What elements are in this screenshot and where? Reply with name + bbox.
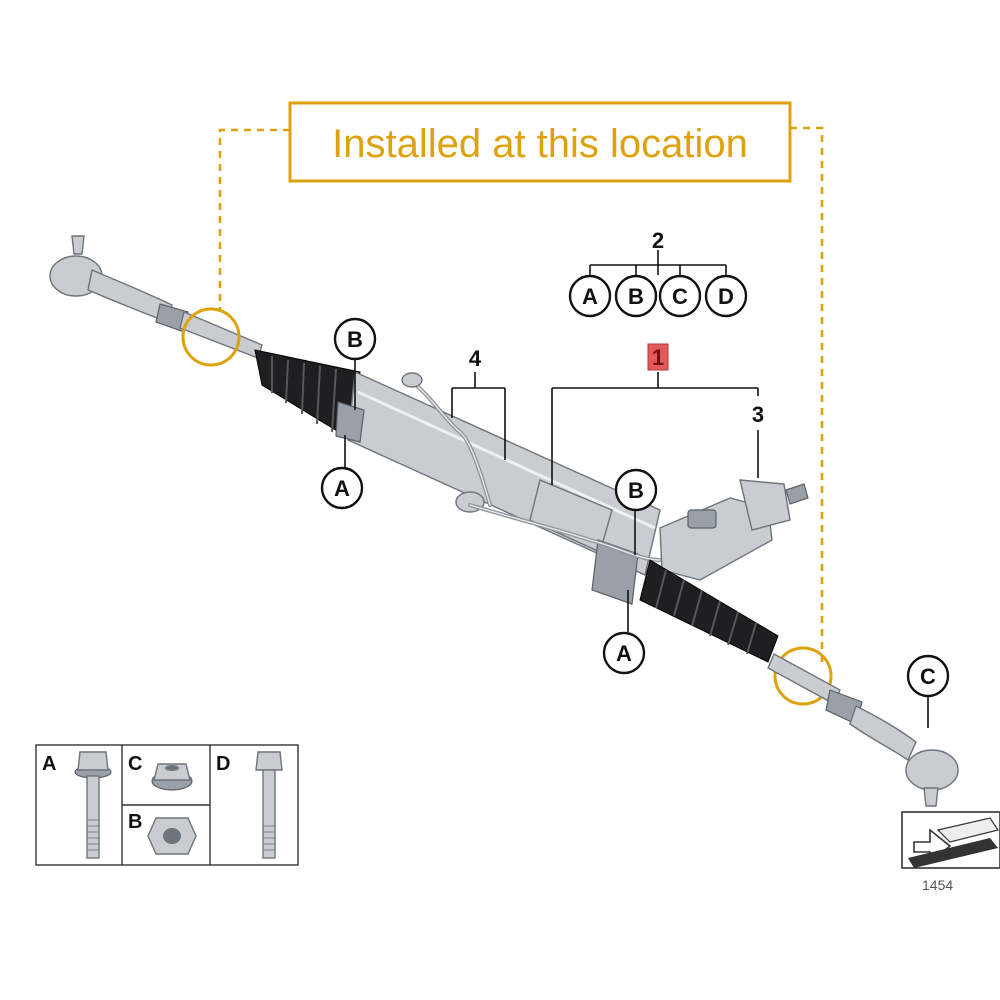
callout-b-mid: B <box>628 478 644 503</box>
flange-bolt-icon <box>74 751 112 859</box>
corner-badge: 1454 <box>901 811 1000 893</box>
table-label-a: A <box>42 753 56 775</box>
install-ring-left <box>181 307 241 367</box>
fastener-table: A C B D <box>35 744 299 866</box>
valve-body <box>659 479 809 581</box>
installed-location-frame: Installed at this location <box>218 101 824 662</box>
hex-bolt-icon <box>255 751 283 859</box>
right-boot <box>639 559 779 663</box>
dash-left <box>218 128 290 312</box>
callout-group-2-d-circle <box>704 274 748 318</box>
left-tie-rod-end <box>49 235 263 359</box>
callout-c-right-circle <box>906 654 950 698</box>
callout-group-2-b: B <box>628 284 644 309</box>
callout-c-right: C <box>920 664 936 689</box>
table-label-d: D <box>216 753 230 775</box>
callout-part-1-badge: 1 <box>647 343 669 371</box>
callout-group-2-c-circle <box>658 274 702 318</box>
banner-box <box>288 101 792 183</box>
table-label-b: B <box>128 811 142 833</box>
callout-b-mid-circle <box>614 468 658 512</box>
callout-group-2-d: D <box>718 284 734 309</box>
rack-housing <box>335 370 661 605</box>
callout-a-mid: A <box>616 641 632 666</box>
callout-part-3: 3 <box>752 402 764 427</box>
callout-group-2-a: A <box>582 284 598 309</box>
callout-group-2-b-circle <box>614 274 658 318</box>
flange-nut-icon <box>151 763 193 791</box>
callout-a-mid-circle <box>602 631 646 675</box>
hex-nut-icon <box>147 817 197 855</box>
callout-group-2-a-circle <box>568 274 612 318</box>
part-1-badge-box <box>647 343 669 371</box>
callout-part-1: 1 <box>652 345 664 370</box>
banner-text: Installed at this location <box>332 122 748 166</box>
corner-badge-number: 1454 <box>922 877 953 893</box>
dash-right <box>790 126 824 662</box>
callout-a-left: A <box>334 476 350 501</box>
callout-group-2-c: C <box>672 284 688 309</box>
callout-part-2: 2 <box>652 228 664 253</box>
leader-lines <box>344 250 929 728</box>
hydraulic-lines <box>401 372 662 562</box>
callout-b-left-circle <box>333 317 377 361</box>
callout-group-2: A B C D <box>568 274 748 318</box>
table-label-c: C <box>128 753 142 775</box>
callout-part-4: 4 <box>469 346 482 371</box>
left-boot <box>254 349 361 441</box>
right-tie-rod-end <box>767 653 959 807</box>
callout-b-left: B <box>347 327 363 352</box>
install-ring-right <box>773 646 833 706</box>
callout-a-left-circle <box>320 466 364 510</box>
